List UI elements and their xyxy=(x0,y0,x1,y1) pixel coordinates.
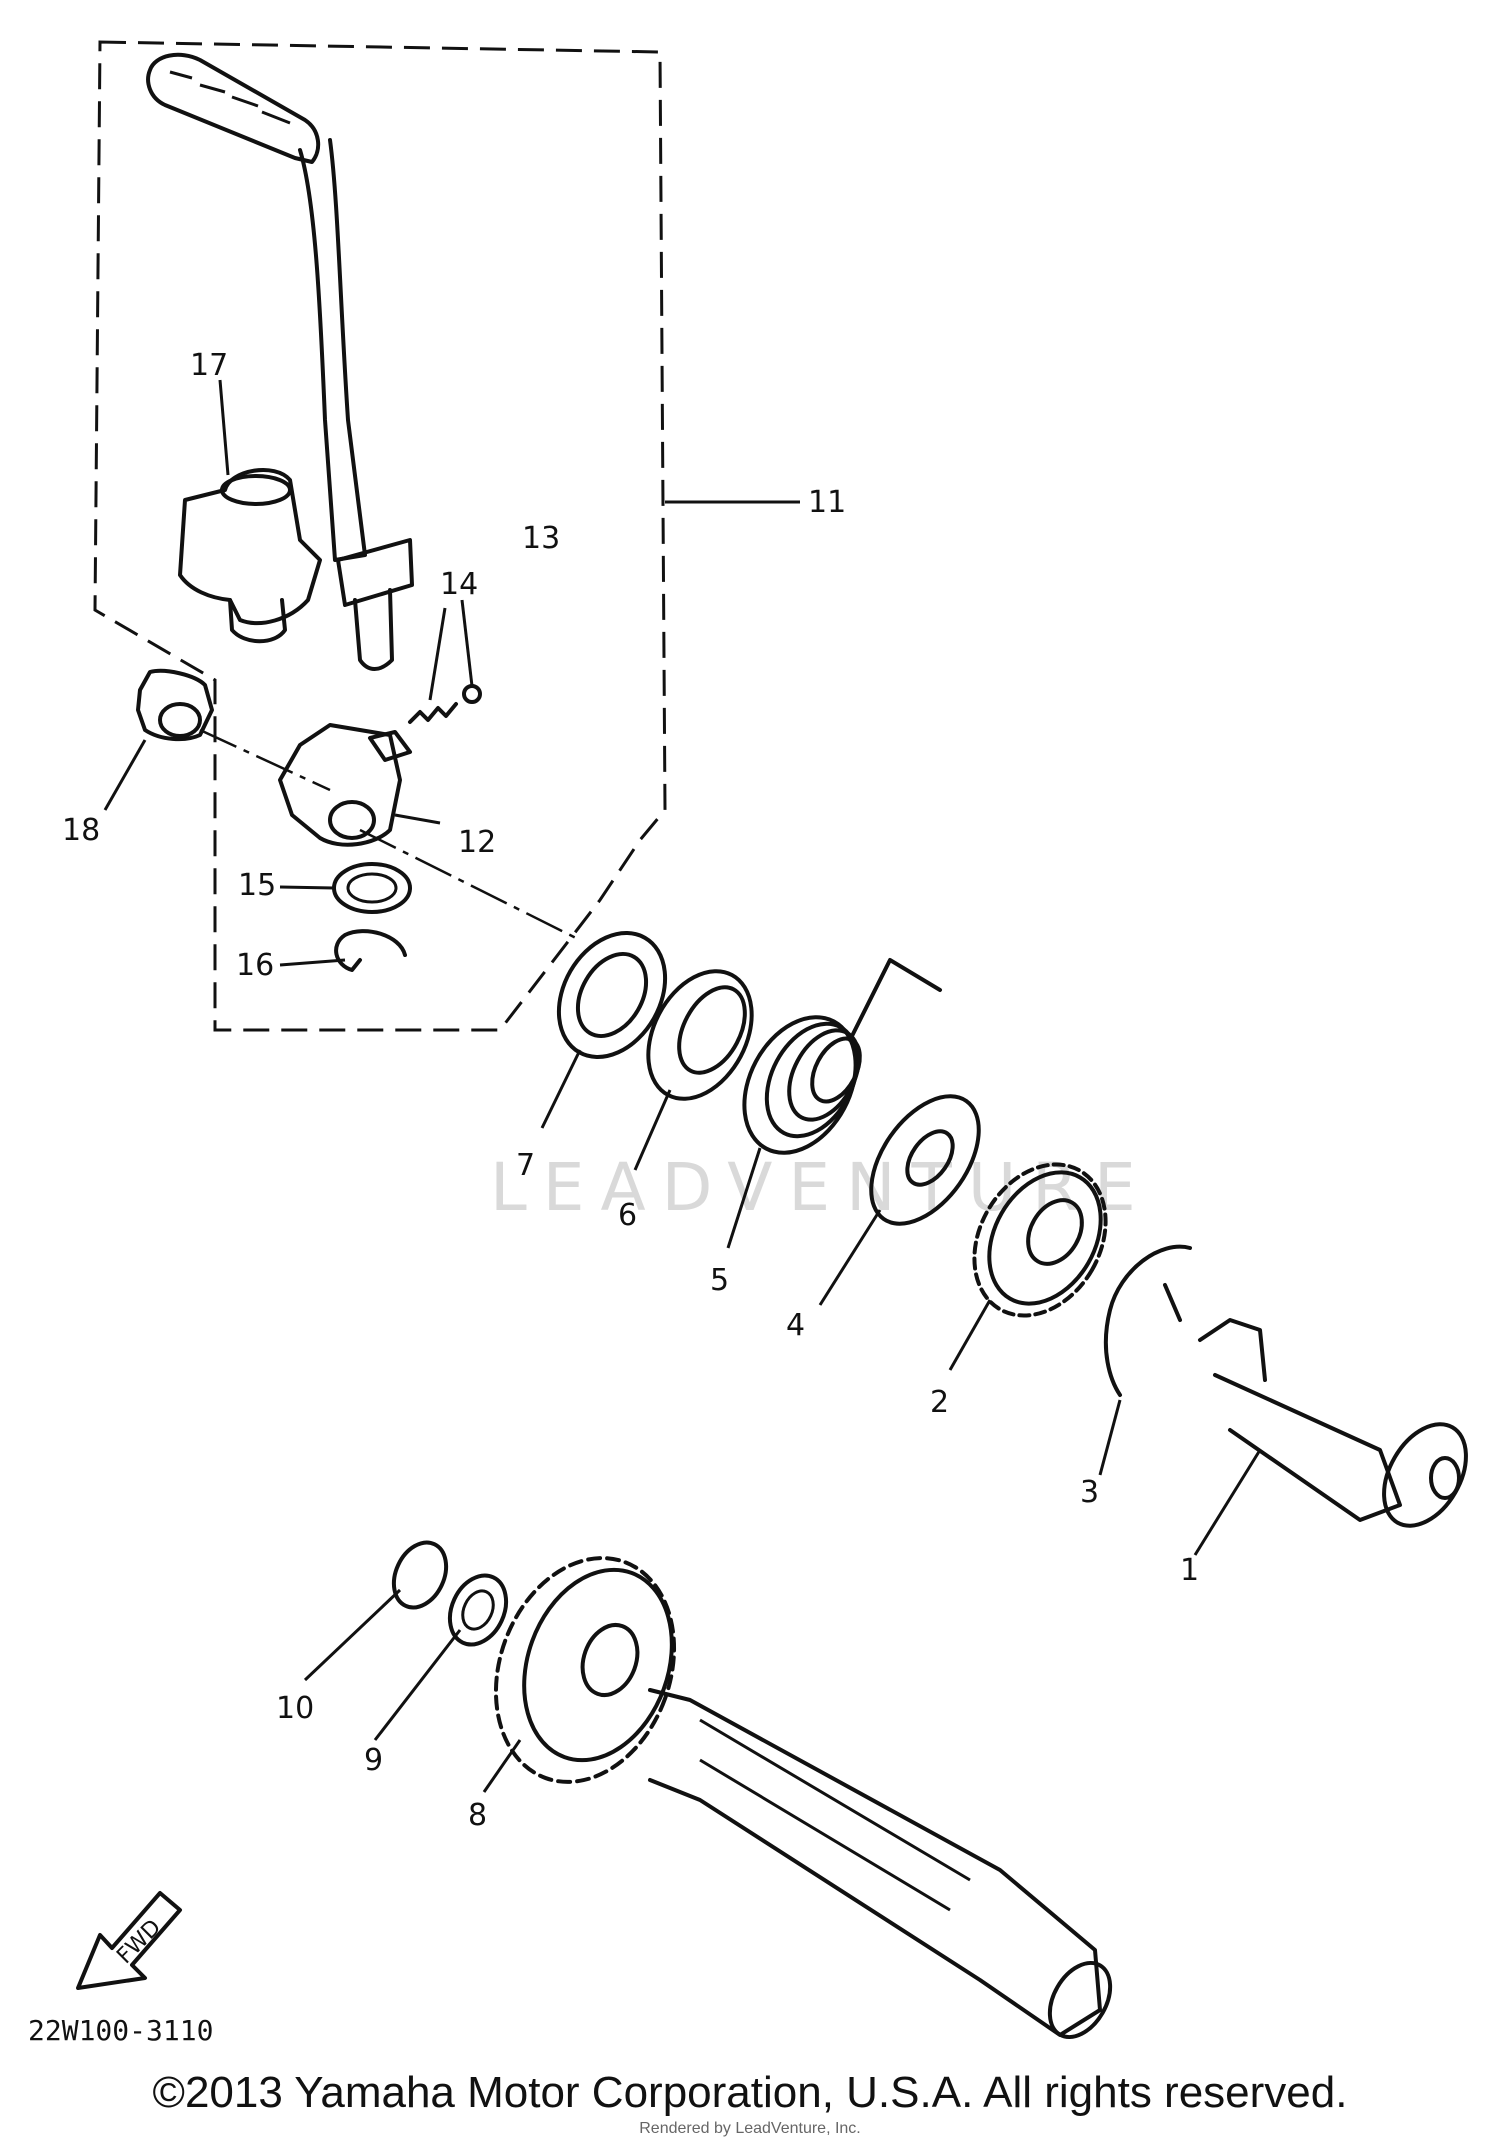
callout-2: 2 xyxy=(930,1385,949,1420)
watermark: LEADVENTURE xyxy=(490,1149,1152,1226)
kick-axle-1 xyxy=(1198,1318,1468,1528)
callout-16: 16 xyxy=(236,948,274,983)
callout-10: 10 xyxy=(276,1691,314,1726)
callout-4: 4 xyxy=(786,1308,805,1343)
leader-lines xyxy=(103,379,1262,1793)
callout-9: 9 xyxy=(364,1743,383,1778)
copyright-notice: ©2013 Yamaha Motor Corporation, U.S.A. A… xyxy=(152,2068,1348,2117)
ball-13 xyxy=(462,684,482,704)
washer-15 xyxy=(332,862,412,914)
circlip-16 xyxy=(334,929,407,972)
callout-18: 18 xyxy=(62,813,100,848)
main-shaft xyxy=(648,1688,1113,2039)
idle-gear-8 xyxy=(493,1556,677,1784)
callout-6: 6 xyxy=(618,1198,637,1233)
kick-gear-2 xyxy=(972,1162,1108,1318)
kick-lever xyxy=(146,52,414,671)
spring-guide-6 xyxy=(646,969,754,1101)
fwd-arrow: FWD xyxy=(76,1891,182,1990)
torsion-spring-5 xyxy=(742,958,942,1155)
callouts: 17 11 13 14 18 12 15 16 7 6 5 4 2 3 1 10… xyxy=(62,348,1199,1833)
callout-3: 3 xyxy=(1080,1475,1099,1510)
washer-9 xyxy=(447,1573,509,1647)
callout-11: 11 xyxy=(808,485,846,520)
spring-14 xyxy=(408,702,458,724)
drawing-code: 22W100-3110 xyxy=(28,2014,213,2047)
washer-4 xyxy=(869,1094,981,1226)
callout-17: 17 xyxy=(190,348,228,383)
ratchet-holder-12 xyxy=(278,723,412,847)
callout-5: 5 xyxy=(710,1263,729,1298)
callout-8: 8 xyxy=(468,1798,487,1833)
callout-1: 1 xyxy=(1180,1553,1199,1588)
callout-15: 15 xyxy=(238,868,276,903)
shaft-axis xyxy=(199,728,581,942)
clip-3 xyxy=(1103,1244,1192,1397)
circlip-10 xyxy=(391,1540,449,1610)
assembly-boundary xyxy=(93,40,667,1032)
nut-18 xyxy=(136,668,214,742)
callout-14: 14 xyxy=(440,567,478,602)
oil-seal-7 xyxy=(556,931,668,1059)
callout-13: 13 xyxy=(522,521,560,556)
callout-7: 7 xyxy=(516,1148,535,1183)
callout-12: 12 xyxy=(458,825,496,860)
render-credit: Rendered by LeadVenture, Inc. xyxy=(639,2120,861,2137)
svg-text:FWD: FWD xyxy=(112,1915,166,1969)
kick-boss-17 xyxy=(178,467,322,644)
